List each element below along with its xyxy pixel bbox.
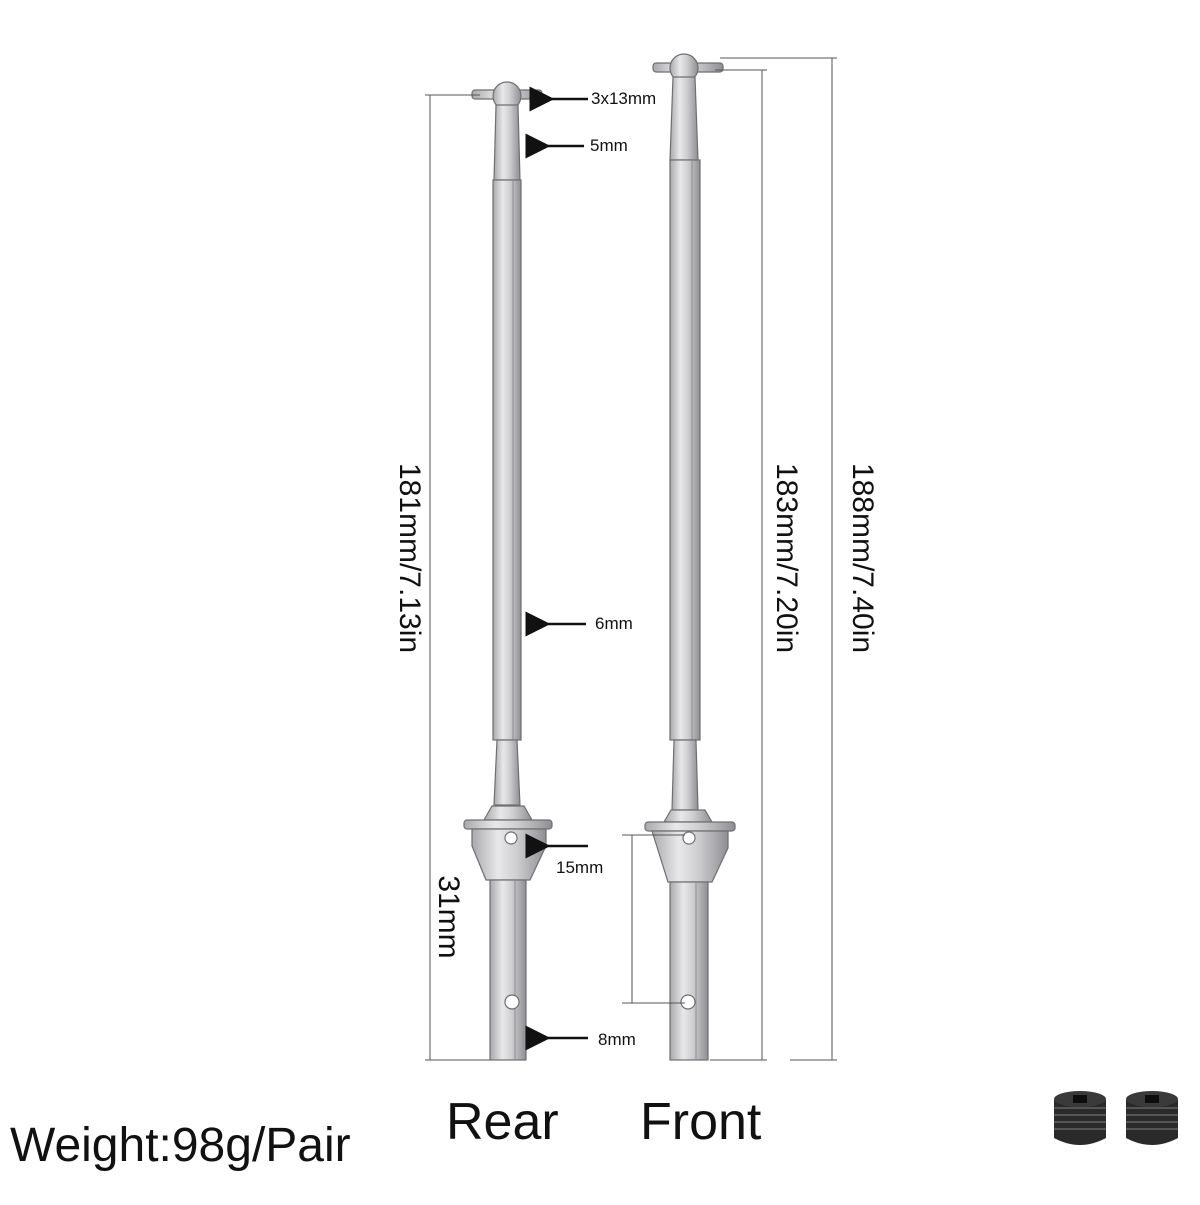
label-ball-diameter: 5mm — [590, 136, 628, 155]
label-output-diameter: 8mm — [598, 1030, 636, 1049]
front-driveshaft — [644, 53, 736, 1061]
caption-front: Front — [640, 1093, 762, 1151]
label-pin-spacing: 31mm — [432, 875, 465, 959]
set-screws-icon — [1054, 1091, 1178, 1145]
label-pin-size: 3x13mm — [591, 89, 657, 108]
callout-arrows — [525, 86, 588, 1051]
front-shaft-body — [669, 159, 701, 741]
front-cup — [651, 830, 729, 883]
label-cup-diameter: 15mm — [556, 858, 604, 877]
rear-driveshaft — [463, 81, 553, 1061]
caption-rear: Rear — [446, 1093, 559, 1151]
front-pin-hole — [680, 994, 696, 1010]
front-cup-rim — [644, 821, 736, 832]
label-rear-length: 181mm/7.13in — [393, 462, 426, 654]
weight-label: Weight:98g/Pair — [10, 1119, 351, 1172]
label-total-length: 188mm/7.40in — [846, 462, 879, 654]
rear-pin-hole — [504, 994, 520, 1010]
label-shaft-diameter: 6mm — [595, 614, 633, 633]
rear-cup-rim — [463, 819, 553, 830]
rear-output-stub — [489, 879, 527, 1061]
rear-shaft-body — [492, 179, 522, 741]
front-output-stub — [669, 881, 709, 1061]
dimension-lines — [425, 57, 837, 1061]
label-front-length: 183mm/7.20in — [770, 462, 803, 654]
